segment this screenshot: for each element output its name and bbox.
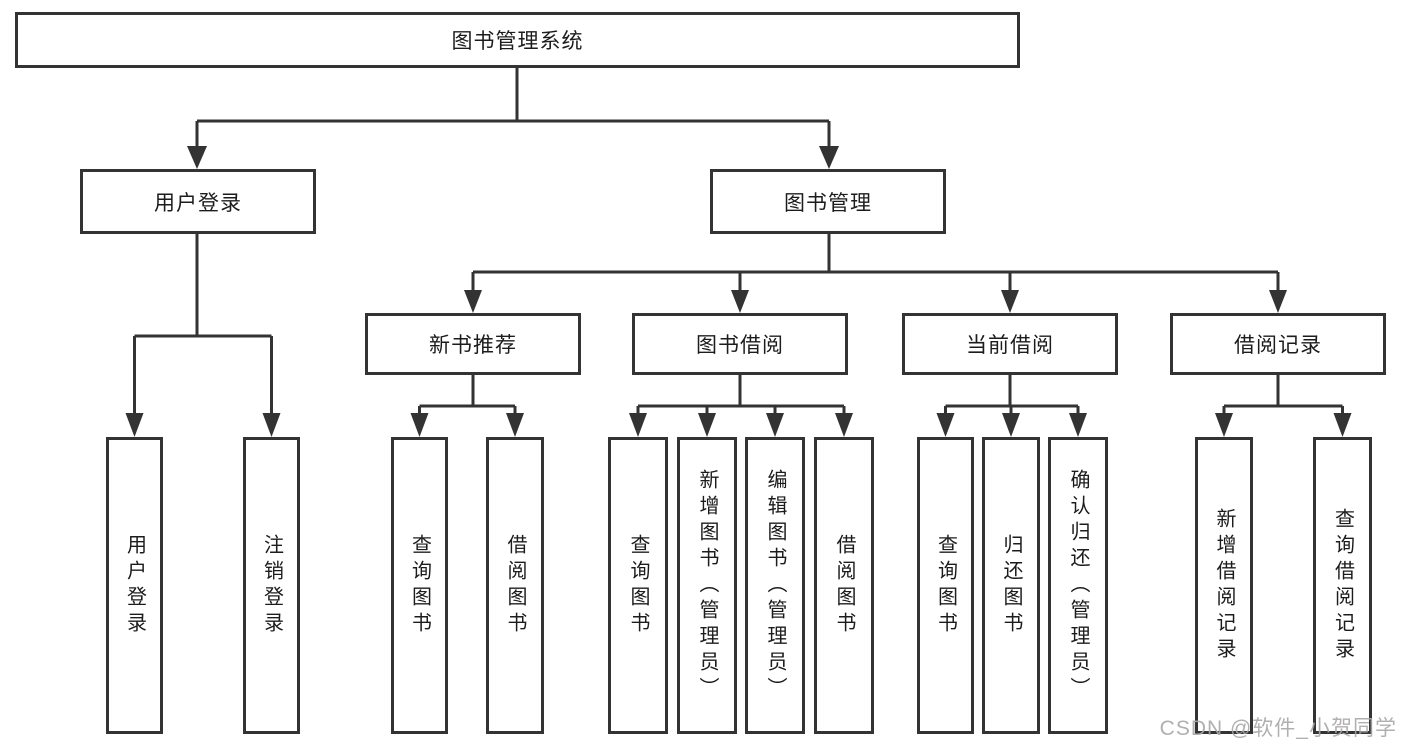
leaf-label: 用户登录 [123,533,146,638]
node-user-login: 用户登录 [80,169,316,234]
leaf-label: 注销登录 [260,533,283,638]
node-current-borrow: 当前借阅 [902,313,1118,375]
leaf-label: 借阅图书 [504,533,526,638]
leaf-label: 查询图书 [408,533,431,638]
node-label: 借阅记录 [1234,334,1322,357]
leaf-label: 新增借阅记录 [1213,507,1235,664]
leaf-query-books: 查询图书 [391,437,448,734]
leaf-borrow-books: 借阅图书 [814,437,874,734]
node-label: 用户登录 [154,191,242,215]
node-label: 新书推荐 [429,334,517,357]
node-book-management: 图书管理 [710,169,946,234]
leaf-label: 查询借阅记录 [1331,507,1354,664]
leaf-label: 新增图书（管理员） [696,468,718,703]
leaf-label: 确认归还（管理员） [1067,468,1089,703]
node-label: 图书管理 [784,191,872,215]
node-borrow-records: 借阅记录 [1170,313,1386,375]
leaf-query-books: 查询图书 [917,437,974,734]
leaf-label: 归还图书 [1000,533,1022,638]
node-new-book-recommend: 新书推荐 [365,313,581,375]
leaf-borrow-books: 借阅图书 [486,437,544,734]
leaf-label: 借阅图书 [833,533,855,638]
leaf-label: 查询图书 [627,533,649,638]
csdn-watermark: CSDN @软件_小贺同学 [1159,717,1397,740]
leaf-label: 查询图书 [934,533,957,638]
leaf-label: 编辑图书（管理员） [764,468,786,703]
node-label: 当前借阅 [966,334,1054,357]
leaf-logout: 注销登录 [243,437,300,734]
leaf-query-borrow-record: 查询借阅记录 [1313,437,1372,734]
node-library-management-system: 图书管理系统 [15,12,1020,68]
node-book-borrow: 图书借阅 [632,313,848,375]
leaf-add-books-admin: 新增图书（管理员） [677,437,737,734]
node-label: 图书借阅 [696,334,784,357]
node-label: 图书管理系统 [451,30,584,53]
leaf-edit-books-admin: 编辑图书（管理员） [745,437,805,734]
leaf-user-login: 用户登录 [106,437,163,734]
leaf-add-borrow-record: 新增借阅记录 [1195,437,1253,734]
leaf-query-books: 查询图书 [608,437,668,734]
leaf-confirm-return-admin: 确认归还（管理员） [1048,437,1108,734]
leaf-return-books: 归还图书 [982,437,1040,734]
